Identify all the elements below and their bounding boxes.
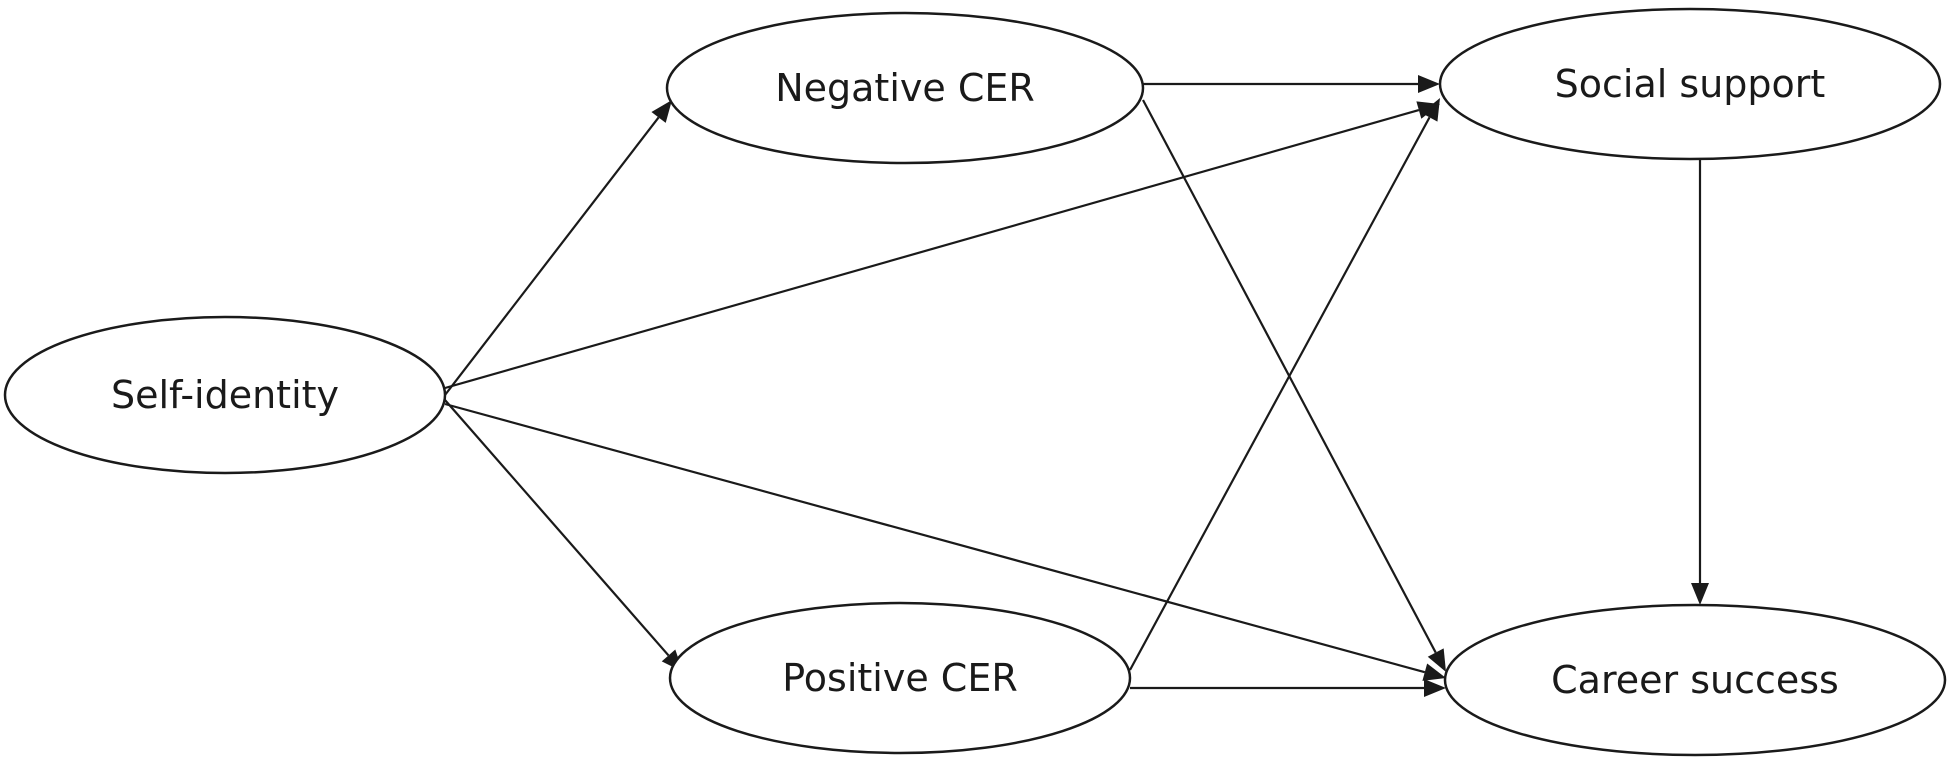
- node-self-identity-label: Self-identity: [111, 373, 339, 417]
- arrowhead-icon: [1424, 679, 1446, 697]
- node-negative-cer: Negative CER: [665, 11, 1145, 165]
- arrowhead-icon: [651, 100, 672, 123]
- edge-self-identity-to-negative-cer: [444, 100, 672, 396]
- edge-social-support-to-career-success: [1691, 159, 1709, 605]
- edge-negative-cer-to-social-support: [1143, 75, 1440, 93]
- edge-line: [444, 402, 1426, 674]
- arrowhead-icon: [1427, 648, 1446, 672]
- arrowhead-icon: [1418, 75, 1440, 93]
- edge-self-identity-to-career-success: [444, 402, 1446, 681]
- node-social-support-label: Social support: [1555, 62, 1826, 106]
- edge-line: [444, 116, 660, 396]
- edge-line: [1129, 116, 1431, 671]
- node-career-success-label: Career success: [1551, 658, 1839, 702]
- edge-positive-cer-to-social-support: [1129, 98, 1440, 671]
- edge-positive-cer-to-career-success: [1130, 679, 1446, 697]
- node-negative-cer-shape: [665, 11, 1145, 165]
- node-self-identity-shape: [3, 315, 447, 475]
- arrowhead-icon: [1422, 663, 1446, 681]
- arrowhead-icon: [1691, 583, 1709, 605]
- edge-line: [444, 399, 670, 657]
- arrowhead-icon: [1421, 98, 1440, 122]
- edges-layer: [444, 75, 1709, 697]
- node-positive-cer: Positive CER: [668, 601, 1132, 755]
- edge-line: [444, 108, 1420, 390]
- node-social-support: Social support: [1438, 7, 1942, 161]
- node-career-success-shape: [1443, 603, 1947, 757]
- node-social-support-shape: [1438, 7, 1942, 161]
- node-self-identity: Self-identity: [3, 315, 447, 475]
- node-positive-cer-label: Positive CER: [782, 656, 1018, 700]
- node-positive-cer-shape: [668, 601, 1132, 755]
- node-negative-cer-label: Negative CER: [775, 66, 1035, 110]
- node-career-success: Career success: [1443, 603, 1947, 757]
- edge-self-identity-to-positive-cer: [444, 399, 683, 672]
- edge-negative-cer-to-career-success: [1142, 99, 1446, 672]
